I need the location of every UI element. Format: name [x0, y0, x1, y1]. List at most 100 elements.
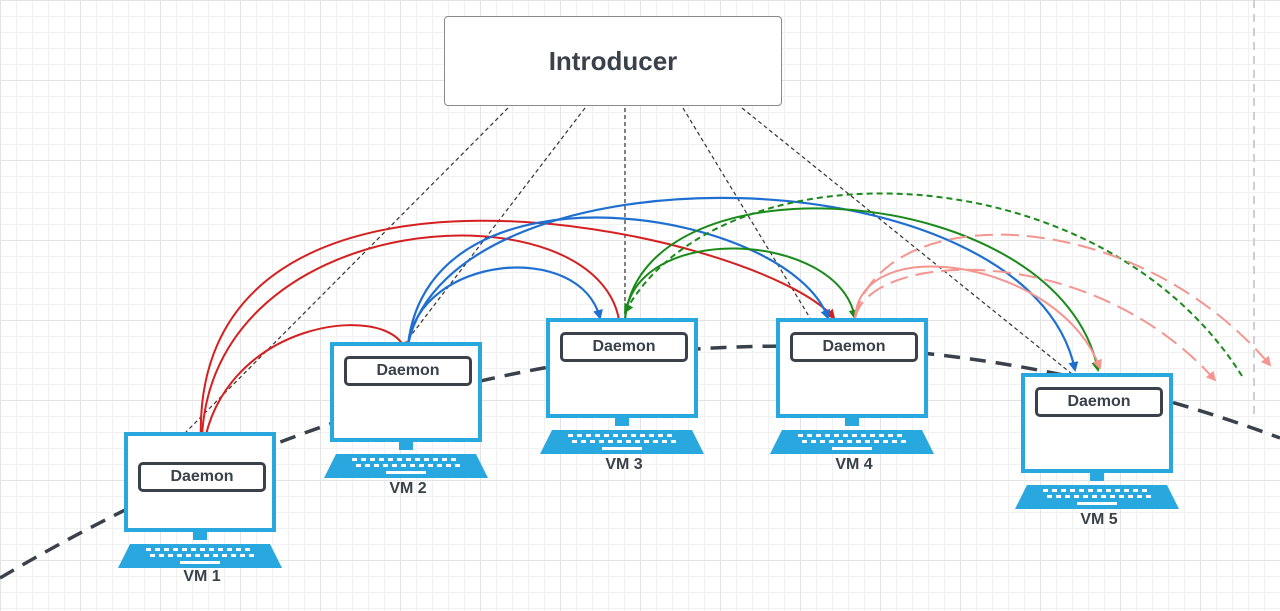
- keyboard-key: [1142, 489, 1147, 492]
- introducer-link-vm2: [405, 107, 586, 343]
- keyboard-key: [861, 434, 866, 437]
- introducer-label: Introducer: [548, 45, 678, 76]
- keyboard-key: [1119, 495, 1124, 498]
- vm-2-label: VM 2: [389, 480, 427, 497]
- pink-arrow-vm4-out-2: [854, 233, 1272, 367]
- keyboard-key: [604, 434, 609, 437]
- keyboard-key: [356, 464, 361, 467]
- keyboard-key: [865, 440, 870, 443]
- keyboard-key: [392, 464, 397, 467]
- keyboard-key: [640, 434, 645, 437]
- keyboard-key: [843, 434, 848, 437]
- keyboard-key: [182, 548, 187, 551]
- keyboard-key: [1124, 489, 1129, 492]
- keyboard-key: [834, 434, 839, 437]
- keyboard-key: [200, 548, 205, 551]
- keyboard-key: [231, 554, 236, 557]
- keyboard-key: [838, 440, 843, 443]
- vm-5-daemon: Daemon: [1035, 387, 1163, 417]
- keyboard-key: [1065, 495, 1070, 498]
- blue-arrow-vm2-vm4: [406, 216, 831, 346]
- keyboard-key: [879, 434, 884, 437]
- vm-4-daemon: Daemon: [790, 332, 918, 362]
- keyboard-key: [1043, 489, 1048, 492]
- keyboard-key: [419, 464, 424, 467]
- vm-4-daemon-label: Daemon: [822, 338, 886, 355]
- keyboard-key: [173, 548, 178, 551]
- keyboard-key: [146, 548, 151, 551]
- vm-2-daemon: Daemon: [344, 356, 472, 386]
- keyboard-key: [1133, 489, 1138, 492]
- keyboard-key: [1146, 495, 1151, 498]
- keyboard-key: [1083, 495, 1088, 498]
- keyboard-key: [455, 464, 460, 467]
- vm-1-screen: Daemon: [124, 432, 276, 532]
- keyboard-spacebar: [1077, 502, 1117, 505]
- green-arrow-vm3-vm5: [624, 207, 1102, 372]
- keyboard-key: [577, 434, 582, 437]
- keyboard-key: [852, 434, 857, 437]
- introducer-link-vm5: [741, 107, 1073, 375]
- vm-2-screen: Daemon: [330, 342, 482, 442]
- keyboard-key: [437, 464, 442, 467]
- green-arrow-vm3-vm4: [624, 247, 859, 321]
- keyboard-key: [811, 440, 816, 443]
- keyboard-key: [177, 554, 182, 557]
- keyboard-key: [667, 434, 672, 437]
- keyboard-key: [1137, 495, 1142, 498]
- keyboard-key: [1110, 495, 1115, 498]
- keyboard-key: [433, 458, 438, 461]
- keyboard-key: [820, 440, 825, 443]
- keyboard-key: [1070, 489, 1075, 492]
- keyboard-key: [397, 458, 402, 461]
- keyboard-key: [245, 548, 250, 551]
- keyboard-key: [410, 464, 415, 467]
- keyboard-key: [195, 554, 200, 557]
- keyboard-key: [383, 464, 388, 467]
- vm-2-daemon-label: Daemon: [376, 362, 440, 379]
- pink-arrow-vm4-out-1: [854, 268, 1217, 382]
- vm-4-stand: [845, 418, 859, 426]
- keyboard-key: [635, 440, 640, 443]
- keyboard-key: [595, 434, 600, 437]
- vm-4-label: VM 4: [835, 456, 873, 473]
- keyboard-key: [847, 440, 852, 443]
- keyboard-key: [631, 434, 636, 437]
- vm-1-stand: [193, 532, 207, 540]
- vm-1-daemon: Daemon: [138, 462, 266, 492]
- keyboard-key: [1097, 489, 1102, 492]
- keyboard-key: [572, 440, 577, 443]
- vm-3-screen: Daemon: [546, 318, 698, 418]
- keyboard-key: [658, 434, 663, 437]
- keyboard-key: [649, 434, 654, 437]
- keyboard-key: [388, 458, 393, 461]
- blue-arrows: [406, 196, 1079, 372]
- red-arrow-vm1-vm3: [200, 234, 625, 459]
- keyboard-key: [446, 464, 451, 467]
- keyboard-key: [888, 434, 893, 437]
- vm-5-screen: Daemon: [1021, 373, 1173, 473]
- keyboard-key: [150, 554, 155, 557]
- keyboard-key: [613, 434, 618, 437]
- keyboard-key: [240, 554, 245, 557]
- keyboard-key: [379, 458, 384, 461]
- keyboard-key: [856, 440, 861, 443]
- keyboard-key: [1092, 495, 1097, 498]
- keyboard-key: [352, 458, 357, 461]
- keyboard-key: [451, 458, 456, 461]
- introducer-links: [185, 107, 1073, 433]
- keyboard-key: [428, 464, 433, 467]
- keyboard-key: [901, 440, 906, 443]
- keyboard-key: [415, 458, 420, 461]
- introducer-link-vm1: [185, 107, 509, 433]
- keyboard-key: [218, 548, 223, 551]
- keyboard-key: [671, 440, 676, 443]
- keyboard-key: [1128, 495, 1133, 498]
- keyboard-key: [870, 434, 875, 437]
- keyboard-key: [1052, 489, 1057, 492]
- vm-4-screen: Daemon: [776, 318, 928, 418]
- vm-3-daemon-label: Daemon: [592, 338, 656, 355]
- red-arrows: [199, 219, 836, 459]
- keyboard-key: [236, 548, 241, 551]
